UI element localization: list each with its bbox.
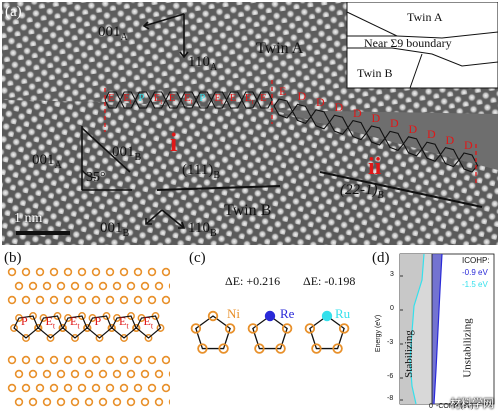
ytick-3: 3 [390, 271, 394, 278]
unit-ii-3: D [335, 100, 344, 115]
panel-b-label: (b) [4, 250, 22, 267]
dir-001a-top: 001A [98, 24, 128, 43]
xtick-0: 0 [429, 403, 433, 410]
inset-twin-a-label: Twin A [407, 10, 443, 25]
unit-ii-6: D [390, 116, 399, 131]
unit-i-7: Et [214, 92, 223, 106]
plane-111-label: (111)B [182, 162, 220, 181]
atomic-model-diagram [2, 250, 170, 412]
segment-ii-label: ii [368, 154, 381, 181]
unit-i-2: P [138, 92, 144, 104]
unit-i-8: E [230, 92, 237, 104]
ytick-0: 0 [390, 305, 394, 312]
unit-b-3: P [95, 314, 102, 329]
panel-a-hrtem-image: (a) Twin A Near Σ9 boundary Twin B Twin … [2, 2, 498, 245]
unit-b-1: Et [46, 314, 56, 330]
panel-c-label: (c) [189, 250, 206, 267]
unit-i-6: P [199, 92, 205, 104]
ytick-m6: -6 [387, 373, 393, 380]
unit-i-9: Et [245, 92, 254, 106]
element-ru-label: Ru [335, 306, 350, 322]
ytick-m3: -3 [387, 339, 393, 346]
unit-ii-9: D [446, 133, 455, 148]
unit-b-0: P [21, 314, 28, 329]
unit-i-0: E [108, 92, 115, 104]
panel-d-label: (d) [372, 250, 390, 267]
stabilizing-label: Stabilizing [403, 330, 415, 378]
watermark: 材料学网 [450, 395, 494, 411]
element-re-label: Re [280, 306, 294, 322]
unit-b-4: Et [119, 314, 129, 330]
inset-boundary-label: Near Σ9 boundary [364, 36, 452, 51]
dir-001a-left: 001A [32, 152, 62, 171]
unit-ii-5: D [372, 111, 381, 126]
plane-221-label: (22-1)B [340, 182, 384, 201]
legend-title: ICOHP: [462, 256, 490, 265]
dir-001b-mid: 001B [112, 144, 141, 163]
element-ni-label: Ni [227, 306, 240, 322]
unit-ii-0: E [279, 84, 286, 99]
scale-bar-line [16, 231, 70, 235]
panel-c-substitution: (c) ΔE: +0.216 ΔE: -0.198 Ni Re Ru [175, 250, 370, 412]
panel-d-cohp-plot: (d) 3 0 -3 -6 -8 0 Energy (eV) -COHP (eV… [372, 250, 498, 412]
unit-ii-4: D [353, 106, 362, 121]
unit-b-2: Et [70, 314, 80, 330]
segment-i-label: i [170, 128, 177, 158]
ytick-m8: -8 [387, 395, 393, 402]
panel-a-label: (a) [5, 4, 22, 21]
unit-ii-1: D [298, 89, 307, 104]
delta-ru: ΔE: -0.198 [303, 274, 355, 289]
delta-re: ΔE: +0.216 [225, 274, 280, 289]
unit-ii-8: D [427, 127, 436, 142]
twin-a-label: Twin A [256, 40, 303, 58]
unit-i-4: E [169, 92, 176, 104]
dir-110b: 110B [188, 220, 217, 239]
panel-b-atomic-model: (b) P Et Et P Et Et [2, 250, 170, 412]
unit-ii-2: D [316, 95, 325, 110]
scale-bar-label: 1 nm [14, 211, 42, 227]
unit-i-5: Et [184, 92, 193, 106]
legend-re: -0.9 eV [462, 268, 488, 277]
unit-i-1: Et [123, 92, 132, 106]
dir-110a: 110A [188, 54, 217, 73]
unstabilizing-label: Unstabilizing [462, 318, 474, 377]
inset-twin-b-label: Twin B [357, 66, 393, 81]
legend-ru: -1.5 eV [462, 280, 488, 289]
unit-i-10: E [260, 92, 267, 104]
unit-ii-10: D [464, 138, 473, 153]
twin-b-label: Twin B [224, 202, 271, 220]
angle-label: 35° [86, 170, 106, 186]
unit-i-3: Et [154, 92, 163, 106]
ylabel: Energy (eV) [375, 315, 382, 352]
unit-ii-7: D [409, 122, 418, 137]
dir-001b-bottom: 001B [100, 220, 129, 239]
unit-b-5: Et [144, 314, 154, 330]
